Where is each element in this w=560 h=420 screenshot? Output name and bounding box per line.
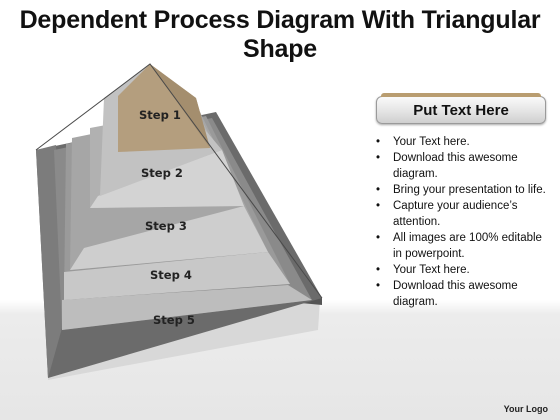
step-3-face	[70, 206, 268, 270]
bullet-list: Your Text here. Download this awesome di…	[376, 134, 546, 310]
bullet-item: Download this awesome diagram.	[376, 278, 546, 310]
bullet-item: All images are 100% editable in powerpoi…	[376, 230, 546, 262]
bullet-item: Bring your presentation to life.	[376, 182, 546, 198]
footer-logo: Your Logo	[503, 404, 548, 414]
step-4-face	[64, 252, 290, 300]
panel-title: Put Text Here	[413, 101, 509, 119]
step-2-face	[90, 150, 244, 208]
page-title: Dependent Process Diagram With Triangula…	[19, 6, 541, 63]
bullet-item: Your Text here.	[376, 262, 546, 278]
step-label-4: Step 4	[150, 268, 192, 282]
panel-header: Put Text Here	[376, 93, 546, 124]
step-label-2: Step 2	[141, 166, 183, 180]
step-label-5: Step 5	[153, 313, 195, 327]
pyramid-edges	[35, 63, 323, 299]
bullet-item: Your Text here.	[376, 134, 546, 150]
bullet-item: Download this awesome diagram.	[376, 150, 546, 182]
step-5-face	[62, 285, 312, 330]
step-label-3: Step 3	[145, 219, 187, 233]
step-label-1: Step 1	[139, 108, 181, 122]
pyramid-left-face	[36, 145, 62, 378]
step-1-apex	[118, 64, 210, 152]
bullet-item: Capture your audience’s attention.	[376, 198, 546, 230]
